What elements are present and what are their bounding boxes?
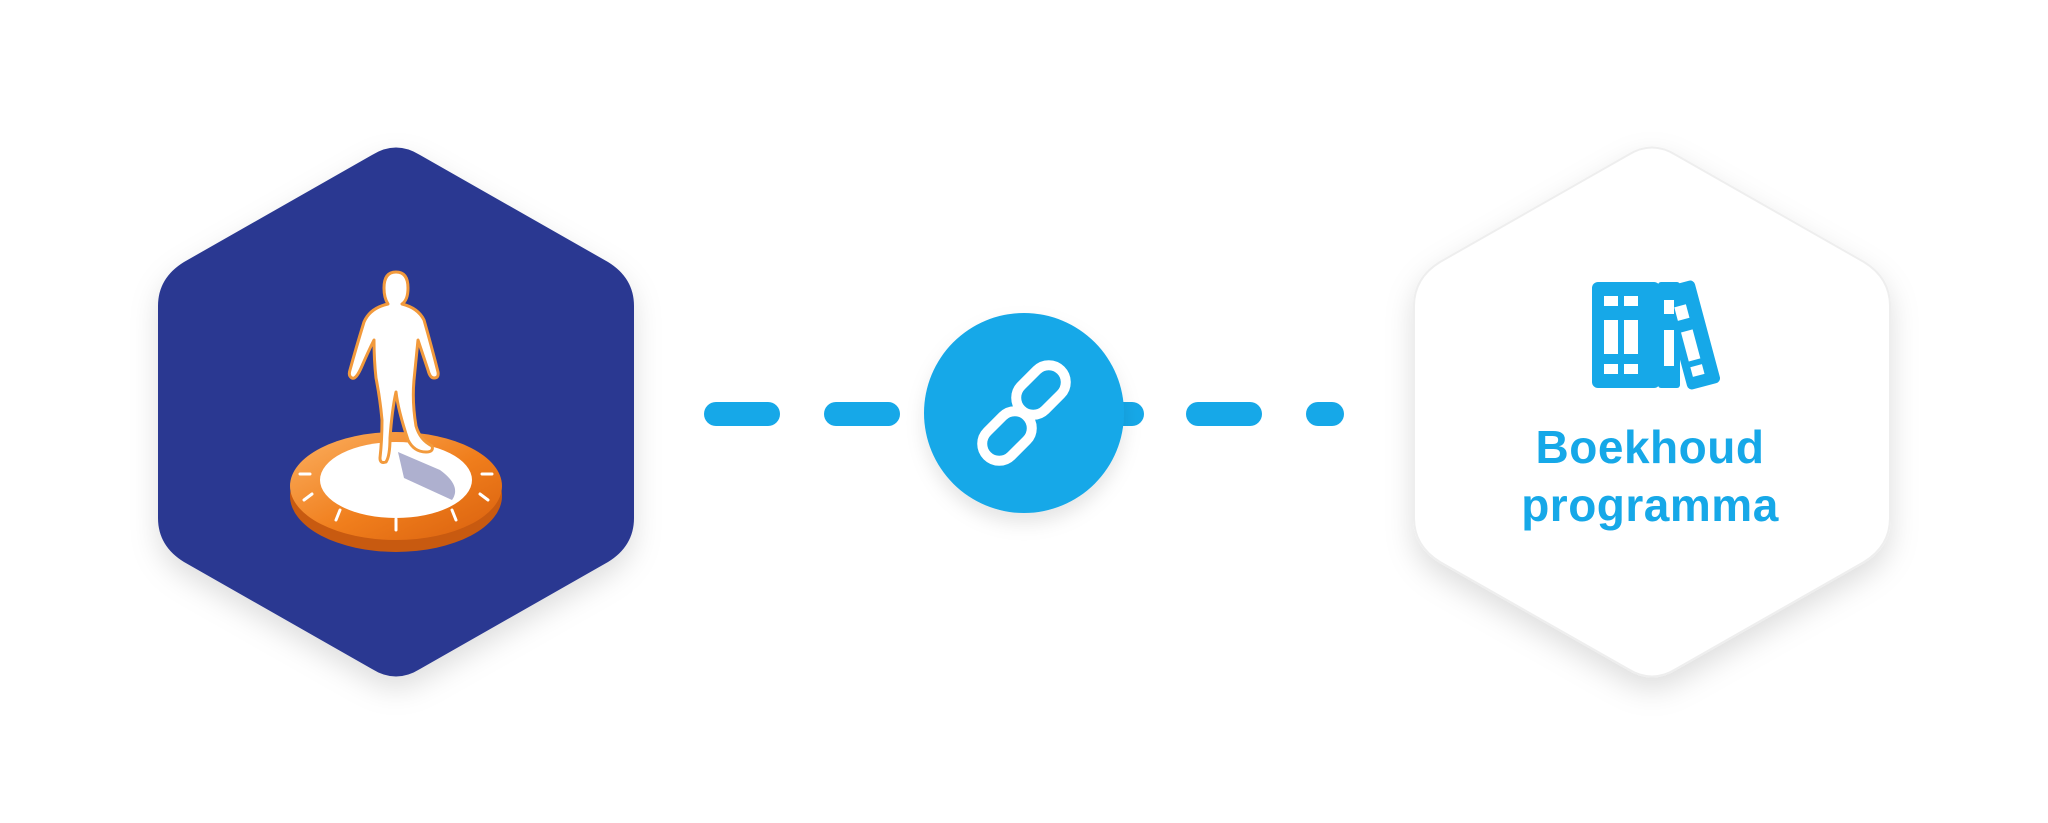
right-node-label: Boekhoud programma — [1410, 418, 1890, 534]
right-node-label-line2: programma — [1521, 479, 1779, 531]
right-node-hexagon — [1413, 146, 1891, 678]
books-icon — [1592, 280, 1721, 390]
link-icon — [977, 360, 1071, 466]
left-node-hexagon — [158, 147, 634, 677]
rabobank-logo — [290, 270, 502, 552]
right-node-label-line1: Boekhoud — [1535, 421, 1765, 473]
